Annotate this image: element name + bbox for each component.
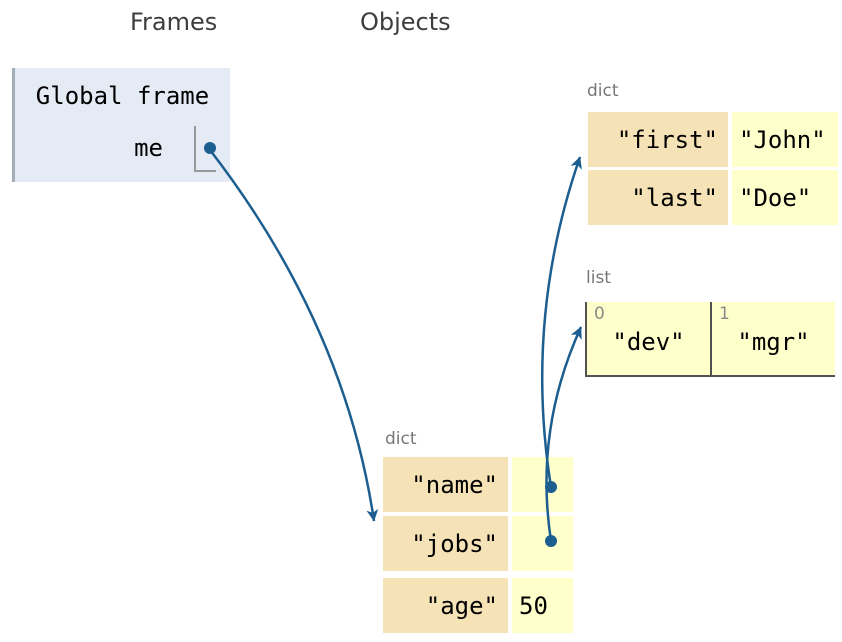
dict-row: "last" "Doe": [588, 170, 838, 225]
jobs-list-table: 0 "dev" 1 "mgr": [585, 302, 835, 377]
dict-row: "age" 50: [383, 578, 573, 633]
frame-title: Global frame: [35, 82, 210, 110]
objects-column-header: Objects: [360, 8, 451, 36]
jobs-list-type-label: list: [586, 268, 611, 288]
dict-key-cell: "first": [588, 112, 728, 167]
dict-key-cell: "age": [383, 578, 508, 633]
dict-value-cell: "Doe": [732, 170, 838, 225]
list-index-label: 0: [594, 304, 605, 324]
dict-key-cell: "name": [383, 457, 508, 512]
list-cell: 1 "mgr": [710, 302, 835, 375]
dict-value-cell-pointer: [512, 516, 573, 571]
list-value: "dev": [612, 328, 685, 356]
person-dict-type-label: dict: [587, 81, 619, 101]
pointer-arrow-name-to-dict: [540, 156, 582, 488]
variable-name-me: me: [134, 134, 163, 162]
dict-row: "jobs": [383, 516, 573, 571]
global-frame: Global frame me: [12, 68, 230, 182]
me-dict-type-label: dict: [385, 429, 417, 449]
dict-value-cell: 50: [512, 578, 573, 633]
person-dict-table: "first" "John" "last" "Doe": [588, 112, 838, 228]
frames-column-header: Frames: [130, 8, 218, 36]
list-index-label: 1: [719, 304, 730, 324]
list-cell: 0 "dev": [585, 302, 710, 375]
dict-row: "first" "John": [588, 112, 838, 167]
dict-row: "name": [383, 457, 573, 512]
me-dict-table: "name" "jobs" "age" 50: [383, 457, 573, 633]
dict-value-cell-pointer: [512, 457, 573, 512]
dict-value-cell: "John": [732, 112, 838, 167]
dict-key-cell: "last": [588, 170, 728, 225]
dict-key-cell: "jobs": [383, 516, 508, 571]
pointer-arrow-me-to-dict: [209, 149, 379, 522]
variable-value-cell-me: [194, 126, 216, 172]
list-value: "mgr": [737, 328, 810, 356]
